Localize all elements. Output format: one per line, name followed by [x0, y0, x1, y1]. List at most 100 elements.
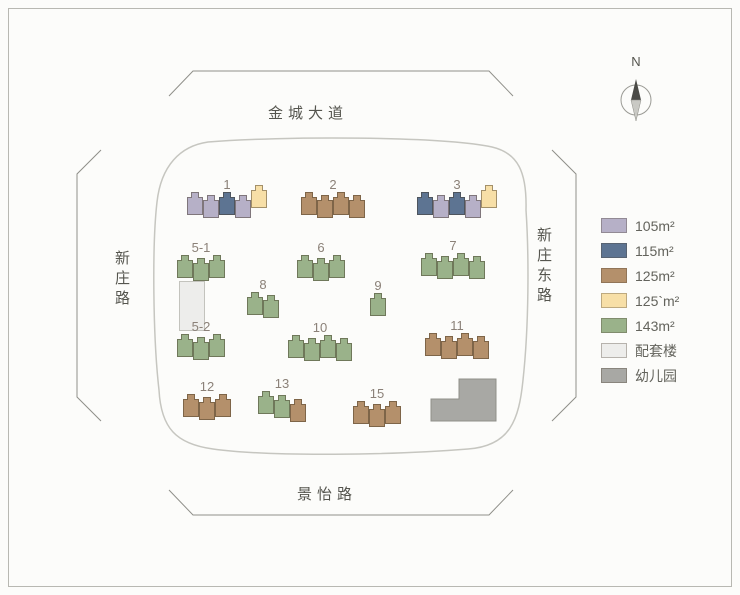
- building-unit: [336, 338, 352, 361]
- compass-needle-south: [630, 99, 642, 122]
- building-9: 9: [370, 278, 386, 316]
- building-label: 1: [223, 177, 231, 192]
- building-unit: [437, 256, 453, 279]
- building-12: 12: [183, 379, 231, 420]
- legend-label: 143m²: [635, 317, 675, 334]
- building-unit: [425, 333, 441, 356]
- building-11: 11: [425, 318, 489, 359]
- building-unit: [421, 253, 437, 276]
- building-label: 8: [259, 277, 267, 292]
- building-unit: [320, 335, 336, 358]
- legend-swatch: [601, 268, 627, 283]
- building-13: 13: [258, 376, 306, 422]
- building-unit: [304, 338, 320, 361]
- building-unit: [473, 336, 489, 359]
- legend-item: 125m²: [601, 268, 679, 283]
- building-unit: [465, 195, 481, 218]
- building-label: 2: [329, 177, 337, 192]
- legend-label: 125m²: [635, 267, 675, 284]
- legend-swatch: [601, 343, 627, 358]
- building-7: 7: [421, 238, 485, 279]
- building-3: 3: [417, 177, 497, 218]
- building-unit: [449, 192, 465, 215]
- building-unit: [183, 394, 199, 417]
- building-unit: [274, 395, 290, 418]
- building-5-2: 5-2: [177, 319, 225, 360]
- building-label: 10: [312, 320, 328, 335]
- building-unit: [177, 334, 193, 357]
- building-unit: [193, 337, 209, 360]
- building-8: 8: [247, 277, 279, 318]
- building-unit: [263, 295, 279, 318]
- building-unit: [349, 195, 365, 218]
- building-label: 13: [274, 376, 290, 391]
- legend-item: 幼儿园: [601, 368, 679, 383]
- legend-item: 105m²: [601, 218, 679, 233]
- building-2: 2: [301, 177, 365, 218]
- kindergarten-building: [430, 378, 497, 422]
- building-unit: [235, 195, 251, 218]
- support-building: [179, 281, 205, 331]
- building-label: 15: [369, 386, 385, 401]
- road-edge-bottom: [168, 489, 514, 516]
- building-unit: [469, 256, 485, 279]
- legend-item: 配套楼: [601, 343, 679, 358]
- building-6: 6: [297, 240, 345, 281]
- road-label-bottom: 景怡路: [297, 486, 358, 503]
- building-label: 5-1: [191, 240, 211, 255]
- building-unit: [370, 293, 386, 316]
- legend-swatch: [601, 243, 627, 258]
- building-unit: [369, 404, 385, 427]
- legend-label: 115m²: [635, 242, 674, 259]
- legend-item: 143m²: [601, 318, 679, 333]
- building-unit: [457, 333, 473, 356]
- building-unit: [385, 401, 401, 424]
- legend-item: 125`m²: [601, 293, 679, 308]
- building-10: 10: [288, 320, 352, 361]
- building-unit: [441, 336, 457, 359]
- building-unit: [333, 192, 349, 215]
- site-boundary: [153, 137, 529, 456]
- building-5-1: 5-1: [177, 240, 225, 281]
- building-unit: [199, 397, 215, 420]
- building-unit: [247, 292, 263, 315]
- legend-label: 125`m²: [635, 292, 680, 309]
- building-unit: [258, 391, 274, 414]
- legend-label: 105m²: [635, 217, 675, 234]
- legend-label: 配套楼: [635, 342, 677, 359]
- building-label: 5-2: [191, 319, 211, 334]
- legend-item: 115m²: [601, 243, 679, 258]
- road-edge-top: [168, 70, 514, 97]
- building-unit: [313, 258, 329, 281]
- legend-swatch: [601, 368, 627, 383]
- road-edge-right: [551, 149, 577, 422]
- building-label: 11: [450, 318, 464, 333]
- building-unit: [193, 258, 209, 281]
- building-unit: [297, 255, 313, 278]
- building-15: 15: [353, 386, 401, 427]
- building-unit: [301, 192, 317, 215]
- road-label-top: 金城大道: [268, 105, 349, 122]
- building-unit: [219, 192, 235, 215]
- building-unit: [417, 192, 433, 215]
- building-label: 6: [317, 240, 325, 255]
- building-label: 7: [449, 238, 457, 253]
- building-unit: [433, 195, 449, 218]
- building-unit: [288, 335, 304, 358]
- road-label-left: 新庄路: [113, 250, 130, 310]
- outer-frame: [8, 8, 732, 587]
- legend-swatch: [601, 318, 627, 333]
- building-unit: [353, 401, 369, 424]
- road-edge-left: [76, 149, 102, 422]
- building-unit: [203, 195, 219, 218]
- building-unit: [290, 399, 306, 422]
- road-label-right: 新庄东路: [535, 227, 552, 307]
- building-label: 3: [453, 177, 461, 192]
- compass-label: N: [631, 54, 640, 69]
- legend-swatch: [601, 218, 627, 233]
- building-unit: [209, 255, 225, 278]
- legend-swatch: [601, 293, 627, 308]
